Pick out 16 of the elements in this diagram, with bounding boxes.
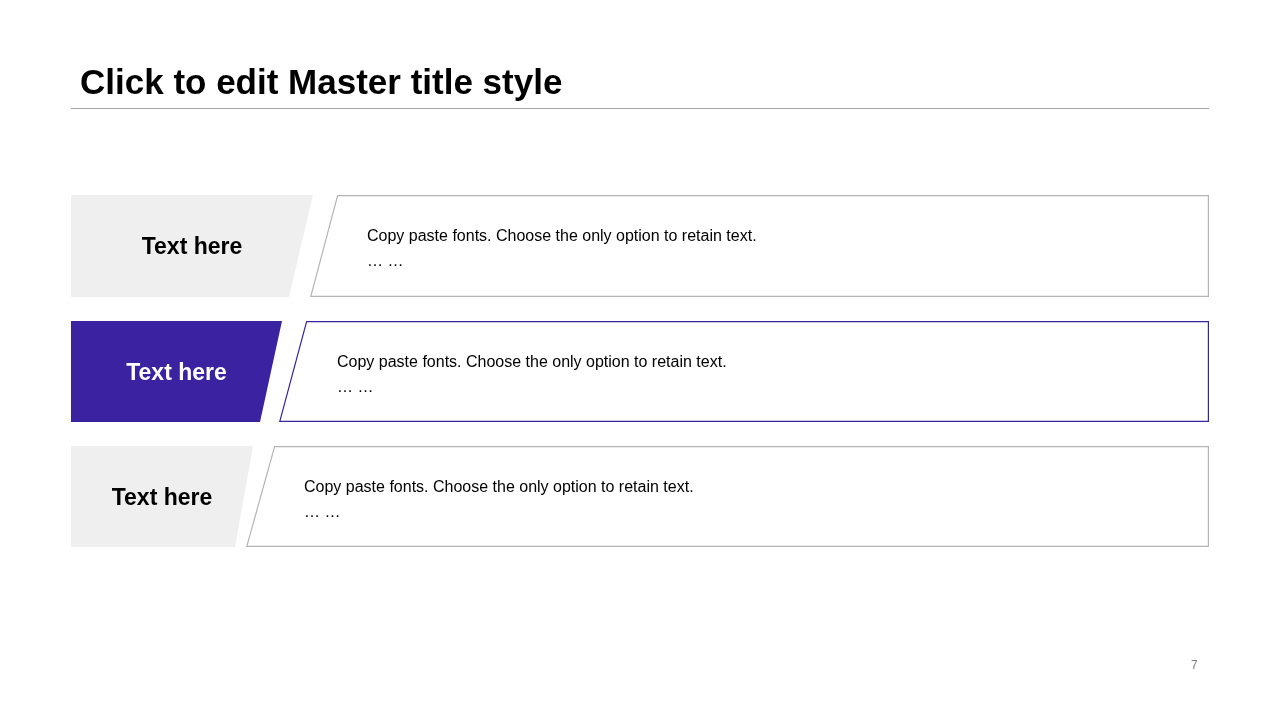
text-panel bbox=[279, 321, 1209, 422]
text-panel bbox=[246, 446, 1209, 547]
label-tab bbox=[71, 321, 282, 422]
description-text: Copy paste fonts. Choose the only option to retain text. bbox=[337, 352, 727, 372]
ellipsis-text: … … bbox=[337, 377, 374, 397]
heading-text: Text here bbox=[126, 357, 227, 387]
text-panel bbox=[310, 195, 1209, 297]
ellipsis-text: … … bbox=[367, 251, 404, 271]
page-number: 7 bbox=[1191, 657, 1198, 673]
description-text: Copy paste fonts. Choose the only option to retain text. bbox=[367, 226, 757, 246]
heading-text: Text here bbox=[111, 482, 213, 512]
slide-title: Click to edit Master title style bbox=[80, 61, 563, 103]
ellipsis-text: … … bbox=[304, 502, 341, 522]
label-tab bbox=[71, 195, 313, 297]
description-text: Copy paste fonts. Choose the only option to retain text. bbox=[304, 477, 694, 497]
heading-text: Text here bbox=[141, 232, 243, 261]
